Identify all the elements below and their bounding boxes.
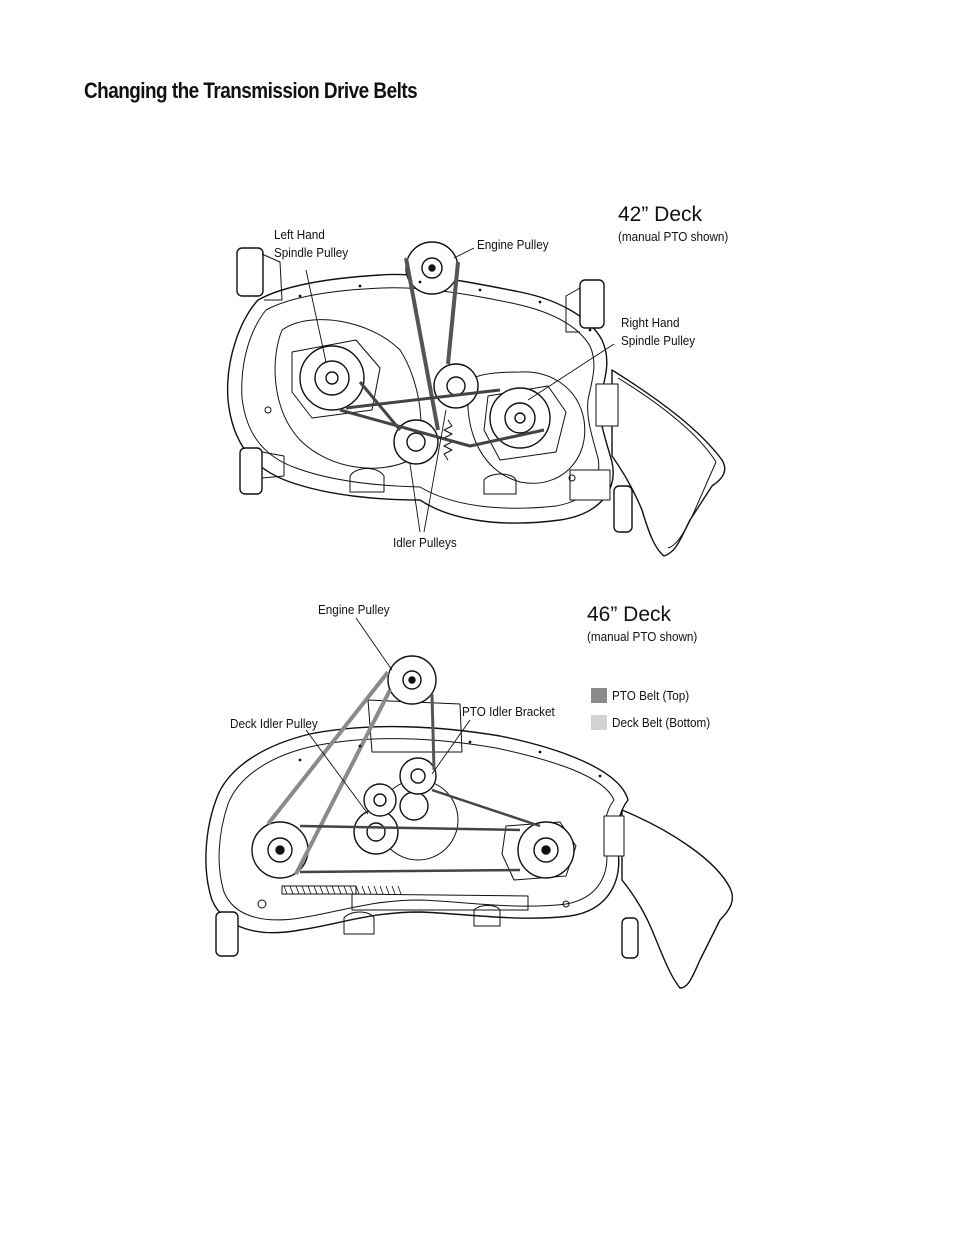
label-right-hand-spindle-pulley-line1: Right Hand [621,315,680,330]
deck46-subheading: (manual PTO shown) [587,629,698,644]
label-engine-pulley-42: Engine Pulley [477,237,549,252]
legend-swatch-deck-belt [591,715,607,730]
deck42-front-wheel-right [613,485,633,533]
label-deck-idler-pulley: Deck Idler Pulley [230,716,318,731]
label-left-hand-spindle-pulley-line2: Spindle Pulley [274,245,349,260]
deck46-discharge-chute [621,809,734,989]
legend-swatch-pto-belt [591,688,607,703]
deck42-illustration [226,241,726,557]
deck46-wheel-right [621,917,639,959]
deck42-discharge-chute [611,369,726,557]
deck46-illustration [205,617,734,989]
deck46-heading: 46” Deck [587,603,672,626]
legend-label-deck-belt: Deck Belt (Bottom) [612,715,711,730]
deck42-gauge-wheel-right [579,279,605,329]
label-idler-pulleys: Idler Pulleys [393,535,457,550]
label-pto-idler-bracket: PTO Idler Bracket [462,704,555,719]
deck42-subheading: (manual PTO shown) [618,229,729,244]
page-title: Changing the Transmission Drive Belts [84,78,418,103]
deck46-wheel-left [215,911,239,957]
label-left-hand-spindle-pulley-line1: Left Hand [274,227,325,242]
legend-label-pto-belt: PTO Belt (Top) [612,688,690,703]
label-engine-pulley-46: Engine Pulley [318,602,390,617]
deck46-housing [205,725,629,934]
deck42-gauge-wheel-left [236,247,264,297]
deck42-heading: 42” Deck [618,203,703,226]
deck42-front-wheel-left [239,447,263,495]
label-right-hand-spindle-pulley-line2: Spindle Pulley [621,333,696,348]
